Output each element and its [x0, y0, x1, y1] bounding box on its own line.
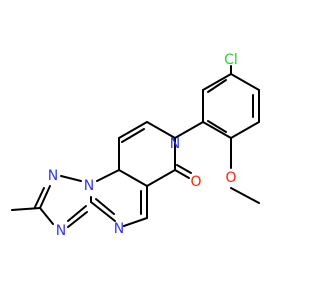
bond	[202, 73, 232, 91]
methoxy-oxygen-atom: O	[225, 170, 236, 186]
bond	[176, 164, 192, 174]
molecule-diagram: Cl N O O N N N N	[11, 52, 260, 239]
bond	[207, 120, 227, 133]
bond	[230, 121, 260, 139]
bond	[11, 207, 41, 211]
bond	[34, 187, 45, 208]
bond	[123, 217, 148, 227]
triazole-nitrogen-top-atom: N	[48, 168, 58, 184]
triazole-nitrogen-bottom-atom: N	[56, 223, 66, 239]
atom-labels: Cl N O O N N N N	[48, 52, 238, 239]
amide-nitrogen-atom: N	[170, 136, 180, 152]
chlorine-atom: Cl	[224, 52, 238, 68]
bond	[146, 169, 176, 187]
bond	[121, 128, 145, 143]
bond	[230, 73, 260, 91]
bond	[67, 211, 88, 228]
bond	[118, 121, 148, 139]
bonds	[11, 65, 260, 228]
bond	[146, 121, 176, 139]
bond	[202, 121, 232, 139]
bond	[39, 207, 54, 225]
bond	[96, 169, 120, 182]
bond	[90, 201, 116, 222]
carbonyl-oxygen-atom: O	[190, 174, 201, 190]
bond	[207, 79, 227, 93]
bridgehead-nitrogen-atom: N	[84, 178, 94, 194]
bond	[67, 205, 87, 222]
bond	[230, 187, 260, 204]
bond	[174, 169, 190, 179]
bond	[174, 121, 204, 139]
bond	[60, 175, 82, 182]
pyrimidine-nitrogen-atom: N	[114, 221, 124, 237]
bond	[95, 198, 115, 215]
bond	[39, 185, 51, 209]
bond	[118, 169, 148, 187]
